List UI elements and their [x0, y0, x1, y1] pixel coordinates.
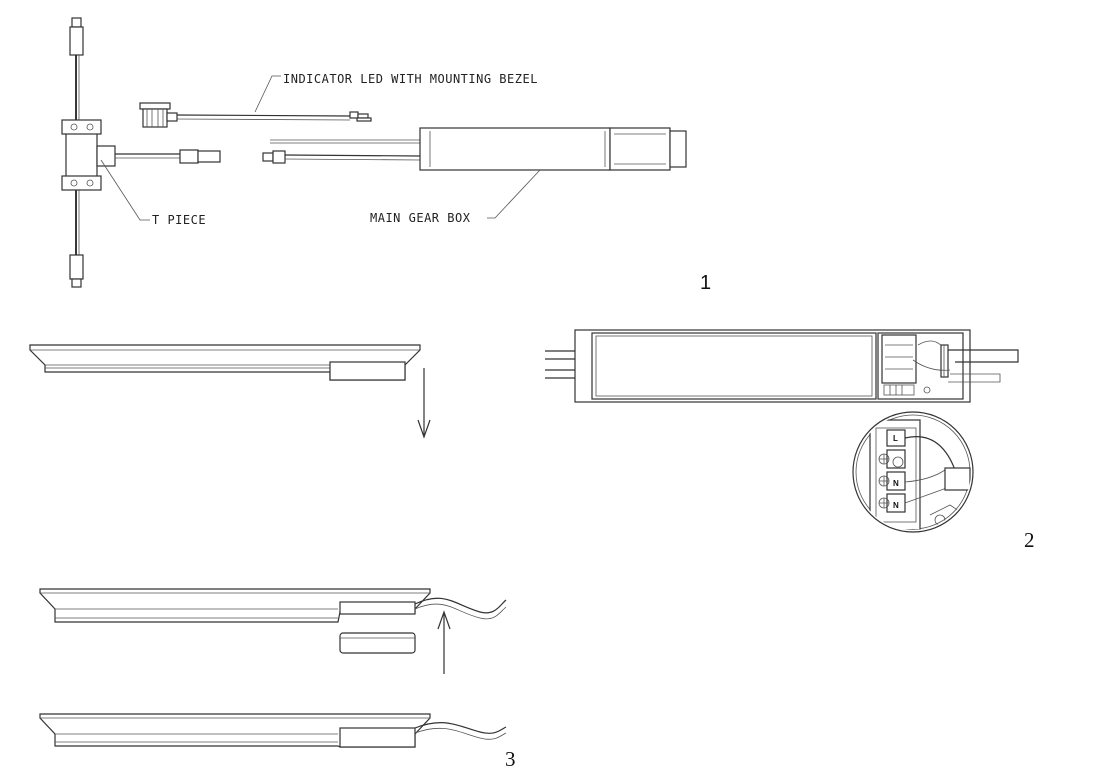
- t-piece-side-connector: [179, 149, 199, 164]
- terminal-letter-neutral-2: N: [893, 501, 899, 510]
- terminal-letter-live: L: [893, 434, 898, 443]
- indicator-led-assembly: [139, 75, 372, 128]
- terminal-detail-magnifier: L N N: [852, 411, 974, 533]
- t-piece-bottom-connector: [69, 254, 84, 280]
- gear-box-cover: [609, 127, 671, 171]
- main-gear-box-assembly: [262, 127, 687, 219]
- terminal-letter-neutral-1: N: [893, 479, 899, 488]
- luminaire-after-insertion: [39, 713, 507, 748]
- luminaire-driver-slot: [329, 361, 406, 381]
- gear-box-body: [419, 127, 611, 171]
- t-piece-label: T PIECE: [152, 213, 206, 227]
- earth-symbol-icon: [892, 456, 904, 468]
- step-number-2: 2: [1024, 528, 1035, 552]
- indicator-led-label: INDICATOR LED WITH MOUNTING BEZEL: [283, 72, 538, 86]
- luminaire-before-insertion: [39, 588, 507, 674]
- t-piece-top-connector: [69, 26, 84, 56]
- main-gear-box-label: MAIN GEAR BOX: [370, 211, 471, 225]
- t-piece-top-connector-tip: [71, 17, 82, 28]
- luminaire-top-view: [29, 344, 431, 439]
- step-number-3: 3: [505, 747, 516, 771]
- step-number-1: 1: [700, 272, 711, 294]
- separate-driver-module: [339, 632, 416, 654]
- gear-box-top-view: [545, 329, 1019, 403]
- t-piece-assembly: [61, 17, 221, 288]
